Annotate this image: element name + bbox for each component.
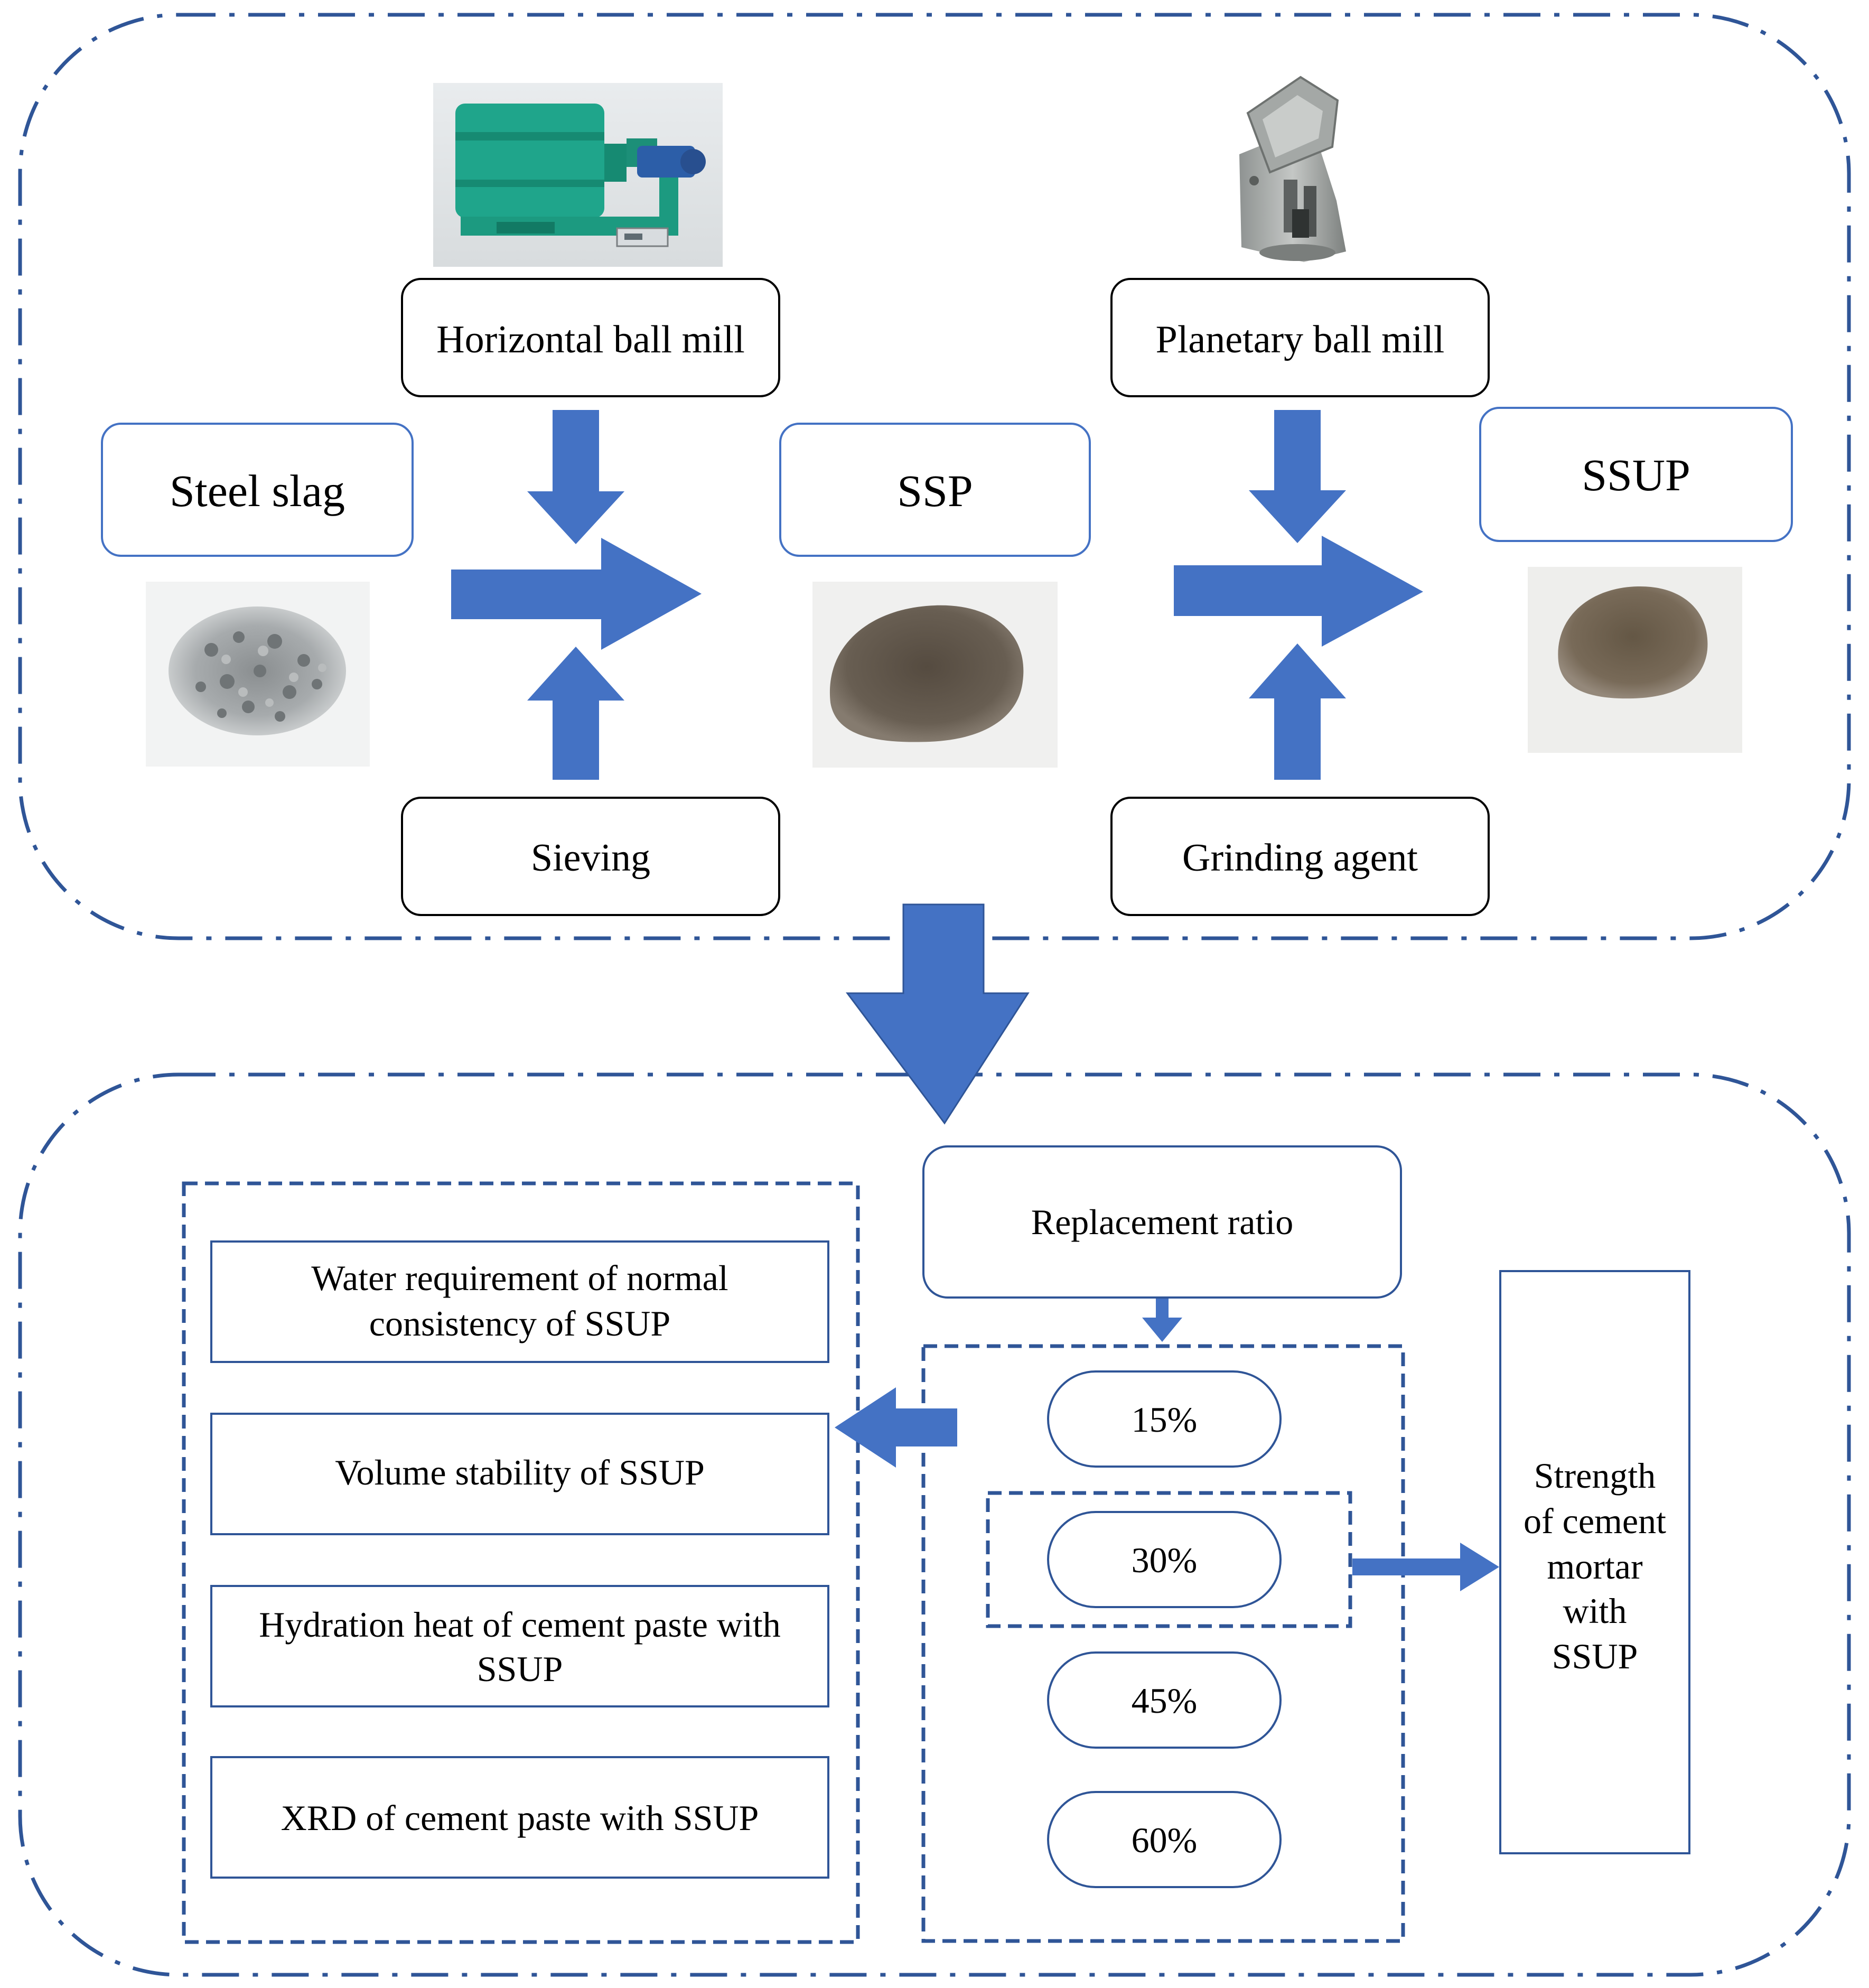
test-label-xrd: XRD of cement paste with SSUP xyxy=(281,1798,759,1838)
test-box-water-requirement xyxy=(210,1240,829,1363)
horizontal-ball-mill-box xyxy=(401,278,780,397)
steel-slag-box xyxy=(101,423,414,557)
strength-label-line4: with xyxy=(1563,1591,1627,1631)
arrow-planetary-mill-down xyxy=(1249,410,1346,543)
steel-slag-label: Steel slag xyxy=(170,465,345,516)
horizontal-ball-mill-photo xyxy=(433,83,723,267)
steel-slag-gravel-photo xyxy=(146,582,370,767)
arrow-sieving-up xyxy=(527,647,624,780)
strength-box xyxy=(1499,1270,1690,1854)
ratio-label-15: 15% xyxy=(1132,1399,1198,1440)
strength-label-line1: Strength xyxy=(1534,1455,1656,1496)
sieving-label: Sieving xyxy=(531,836,650,880)
test-label-hydration-heat-line1: Hydration heat of cement paste with xyxy=(259,1604,781,1645)
ratio-label-60: 60% xyxy=(1132,1820,1198,1860)
test-label-hydration-heat-line2: SSUP xyxy=(477,1649,563,1689)
ratio-pill-30 xyxy=(1047,1511,1282,1608)
tests-group xyxy=(182,1181,860,1944)
horizontal-ball-mill-label: Horizontal ball mill xyxy=(436,318,745,361)
replacement-ratio-label: Replacement ratio xyxy=(1031,1202,1294,1242)
planetary-ball-mill-photo xyxy=(1239,76,1346,262)
test-box-hydration-heat xyxy=(210,1585,829,1707)
ssup-powder-pile-photo xyxy=(1528,567,1742,753)
arrow-ratio-down xyxy=(1142,1299,1182,1342)
test-box-volume-stability xyxy=(210,1413,829,1535)
ssup-label: SSUP xyxy=(1582,450,1690,500)
strength-label-line2: of cement xyxy=(1524,1501,1666,1541)
arrow-30-to-strength xyxy=(1352,1543,1499,1591)
strength-label-line5: SSUP xyxy=(1552,1636,1638,1676)
ratio-30-highlight xyxy=(986,1491,1352,1628)
arrow-to-ssup xyxy=(1174,536,1423,647)
test-label-water-requirement-line2: consistency of SSUP xyxy=(369,1303,670,1343)
ratio-pill-45 xyxy=(1047,1651,1282,1749)
ratio-pill-60 xyxy=(1047,1791,1282,1888)
replacement-ratio-box xyxy=(922,1145,1402,1299)
ratios-group xyxy=(921,1344,1405,1943)
ssp-label: SSP xyxy=(897,465,973,516)
arrow-grinding-agent-up xyxy=(1249,643,1346,780)
grinding-agent-label: Grinding agent xyxy=(1182,836,1418,880)
arrow-to-ssp xyxy=(451,538,702,650)
ratio-label-45: 45% xyxy=(1132,1681,1198,1721)
arrow-stage1-to-stage2 xyxy=(846,903,1030,1125)
ssup-box xyxy=(1479,407,1793,542)
ssp-powder-pile-photo xyxy=(812,582,1058,768)
test-box-xrd xyxy=(210,1756,829,1879)
grinding-agent-box xyxy=(1110,797,1490,916)
ratio-label-30: 30% xyxy=(1132,1540,1198,1580)
ratio-pill-15 xyxy=(1047,1370,1282,1468)
stage2-region xyxy=(18,1072,1851,1977)
planetary-ball-mill-box xyxy=(1110,278,1490,397)
strength-label-line3: mortar xyxy=(1547,1546,1643,1586)
arrow-ratios-to-tests xyxy=(835,1387,957,1468)
test-label-water-requirement-line1: Water requirement of normal xyxy=(311,1258,728,1298)
test-label-volume-stability: Volume stability of SSUP xyxy=(335,1452,705,1492)
planetary-ball-mill-label: Planetary ball mill xyxy=(1156,318,1445,361)
sieving-box xyxy=(401,797,780,916)
ssp-box xyxy=(779,423,1091,557)
arrow-horizontal-mill-down xyxy=(527,410,624,544)
